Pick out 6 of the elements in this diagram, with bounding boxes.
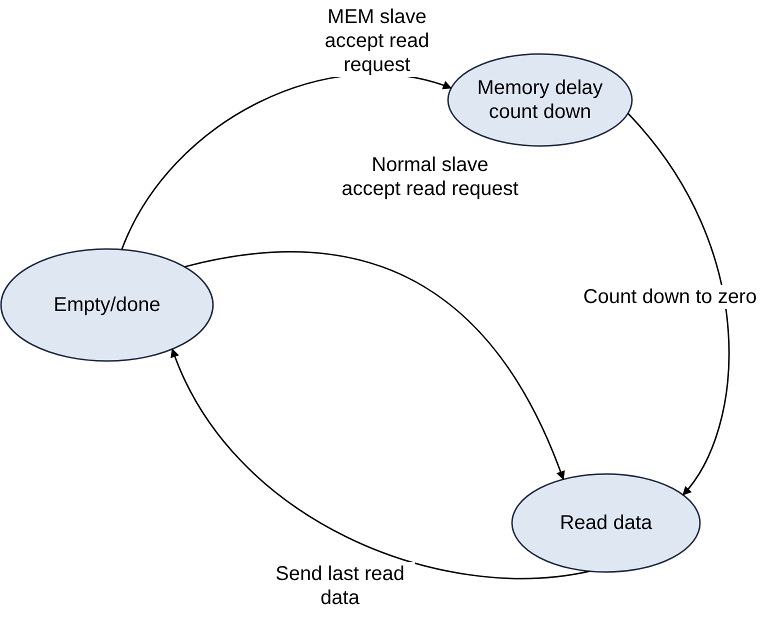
- state-label: Read data: [560, 511, 652, 535]
- state-label: Memory delay count down: [476, 76, 604, 124]
- arrow: [171, 348, 590, 580]
- arrow: [627, 112, 730, 496]
- arrow: [184, 251, 565, 480]
- state-label: Empty/done: [54, 293, 160, 317]
